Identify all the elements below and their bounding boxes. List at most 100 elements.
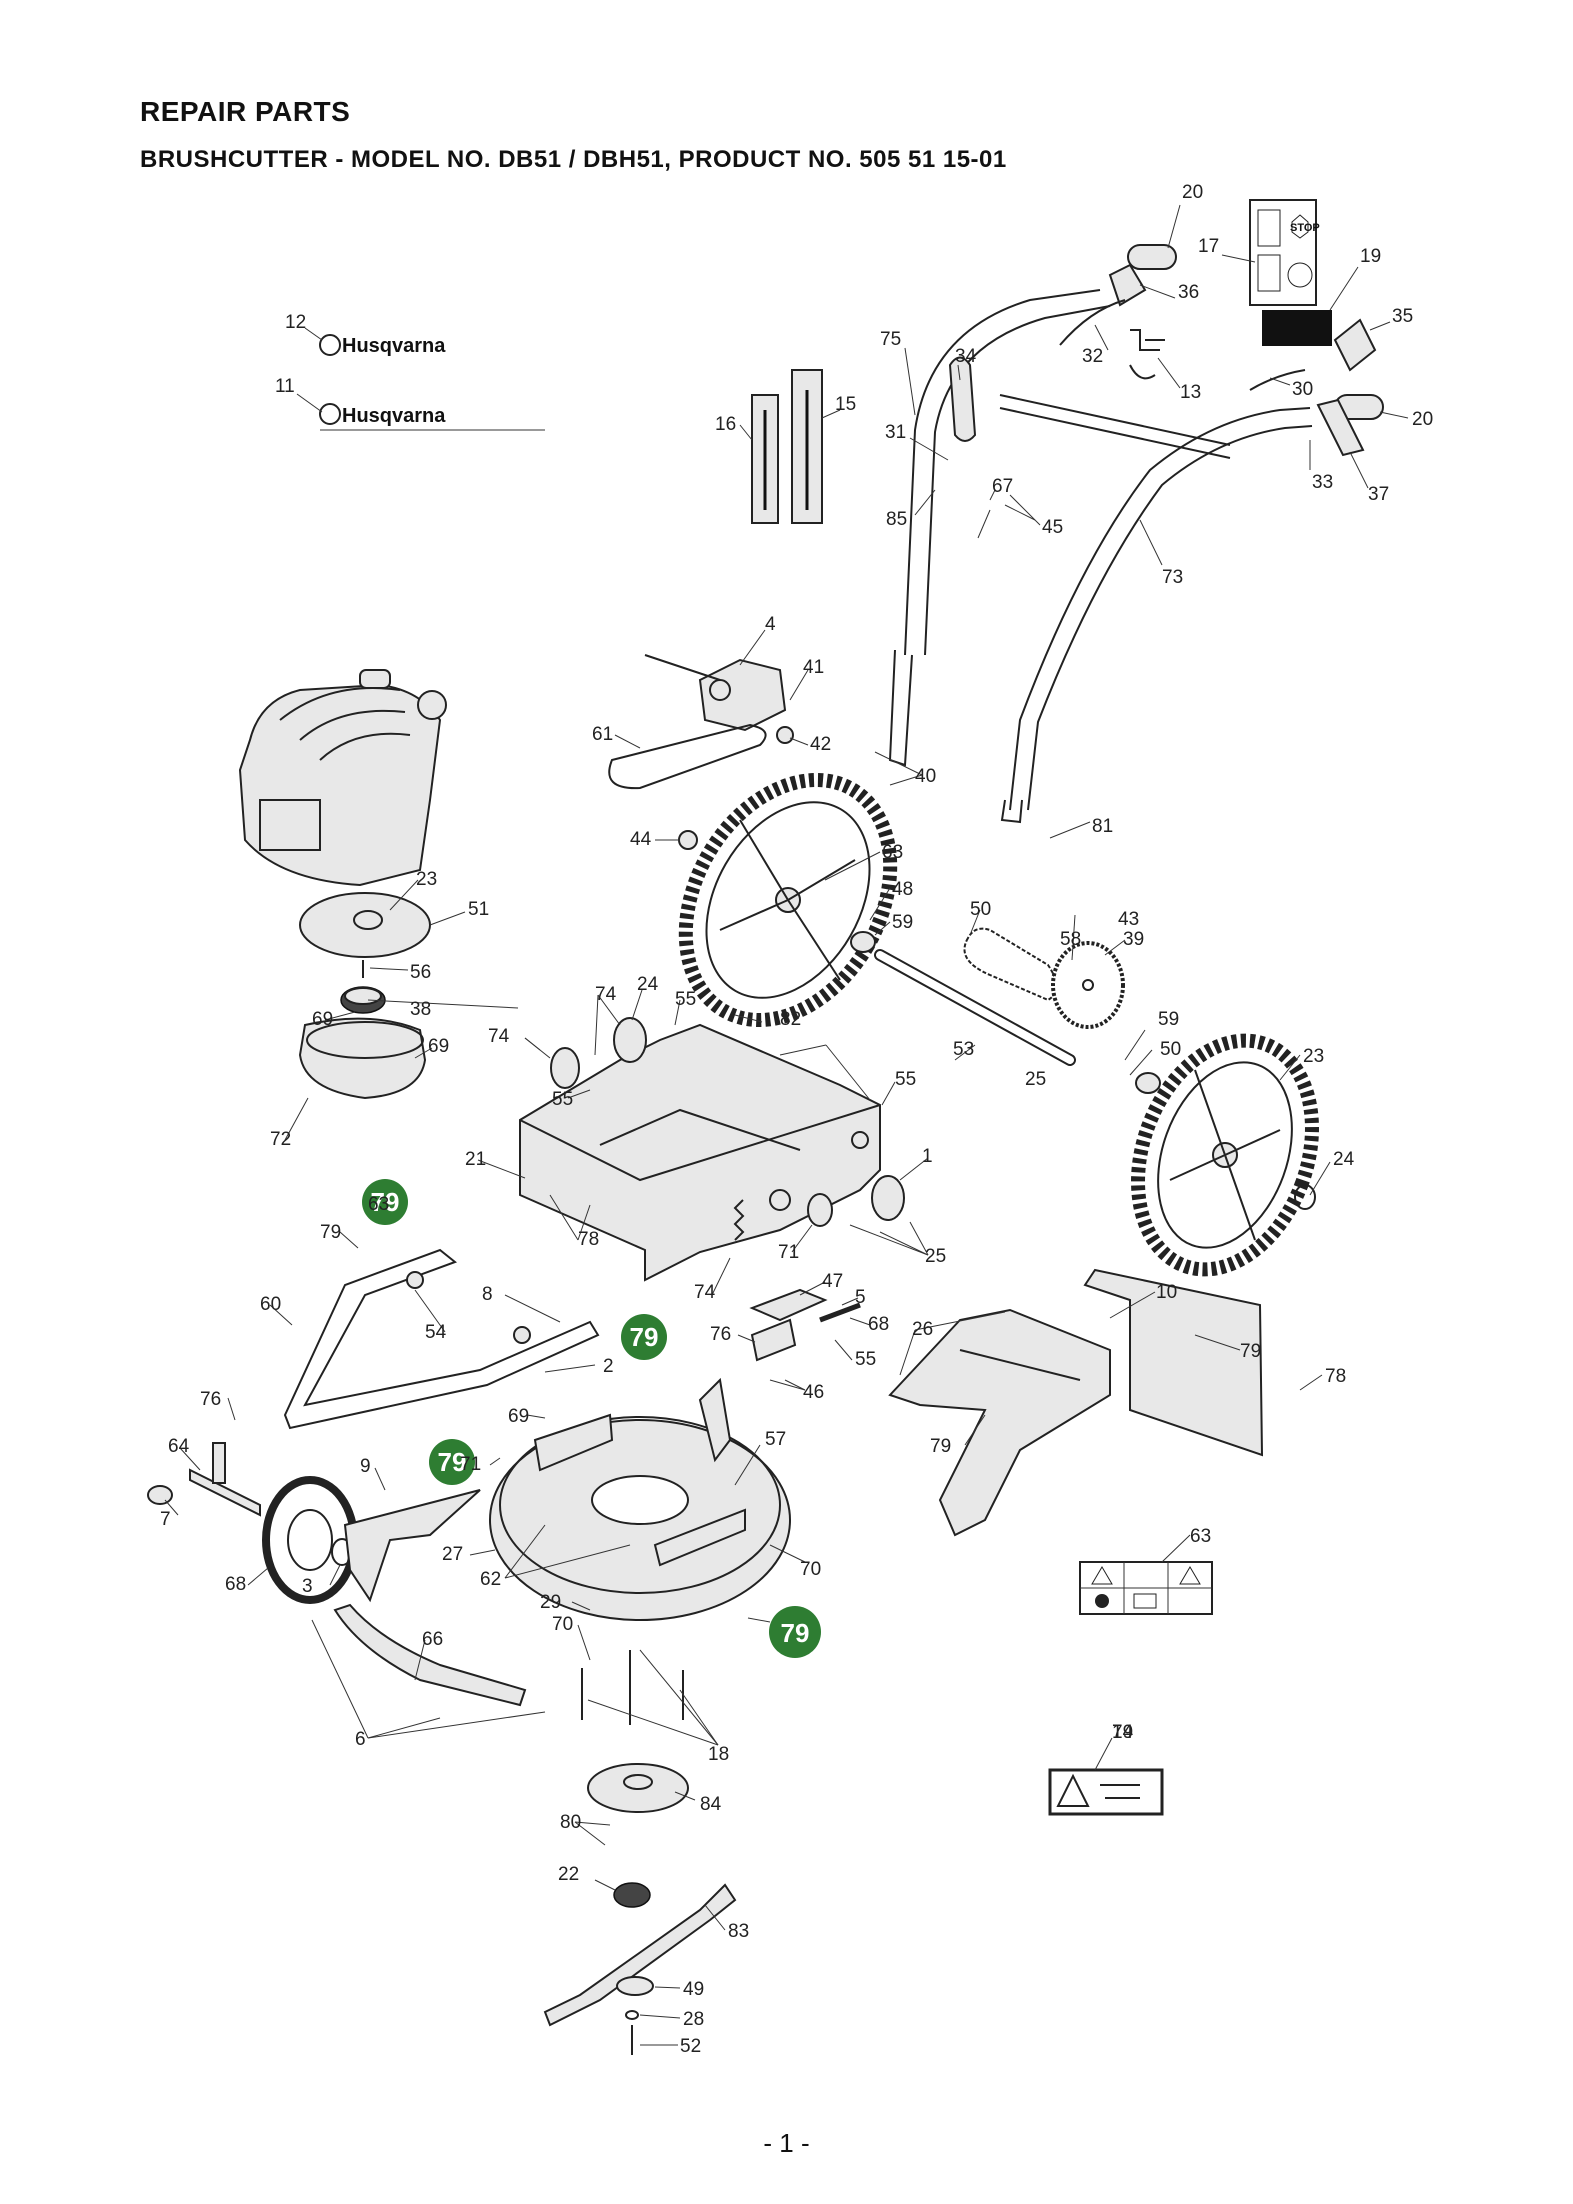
callout-23: 23 [416, 869, 437, 890]
callout-20: 20 [1182, 182, 1203, 203]
callout-64: 64 [168, 1436, 190, 1457]
callout-59: 59 [1158, 1009, 1179, 1030]
hub-25-right [807, 1193, 833, 1227]
callout-36: 36 [1178, 282, 1199, 303]
callout-76: 76 [200, 1389, 221, 1410]
upper-handle-left [904, 289, 1101, 656]
callout-10: 10 [1156, 1282, 1177, 1303]
callout-68: 68 [868, 1314, 889, 1335]
bracket-5 [749, 1288, 828, 1322]
callout-69: 69 [312, 1009, 333, 1030]
control-lever-35 [1333, 318, 1377, 372]
lower-handle-left [888, 649, 913, 767]
callout-55: 55 [855, 1349, 876, 1370]
callout-61: 61 [592, 724, 613, 745]
callout-81: 81 [1092, 816, 1113, 837]
callout-31: 31 [885, 422, 906, 443]
callout-56: 56 [410, 962, 431, 983]
warning-decal-18 [1048, 1768, 1164, 1816]
callout-76: 76 [710, 1324, 731, 1345]
callout-28: 28 [683, 2009, 704, 2030]
drive-wheel-23-right [1131, 1033, 1319, 1277]
starter-handle [359, 669, 391, 689]
upper-handle-right [1009, 407, 1311, 811]
callout-78: 78 [578, 1229, 599, 1250]
frame-8 [283, 1248, 600, 1430]
callout-69: 69 [508, 1406, 529, 1427]
control-lever-36 [1108, 263, 1147, 307]
axle-9 [189, 1468, 261, 1517]
callout-38: 38 [410, 999, 431, 1020]
callout-5: 5 [855, 1287, 866, 1308]
callout-9: 9 [360, 1456, 371, 1477]
brand-text: Husqvarna [342, 335, 446, 357]
decal-17: STOP [1249, 199, 1320, 306]
spacer-26 [406, 1271, 424, 1289]
callout-35: 35 [1392, 306, 1413, 327]
callout-82: 82 [780, 1009, 801, 1030]
callout-74: 74 [488, 1026, 510, 1047]
chain-43 [963, 927, 1058, 1002]
page-subtitle: BRUSHCUTTER - MODEL NO. DB51 / DBH51, PR… [140, 146, 1007, 173]
brand-decal-12: Husqvarna [319, 334, 446, 357]
callout-53: 53 [953, 1039, 974, 1060]
callout-11: 11 [275, 376, 295, 397]
callout-14: 14 [1112, 1722, 1134, 1743]
callout-73: 73 [1162, 567, 1183, 588]
callout-83: 83 [728, 1921, 749, 1942]
callout-59: 59 [892, 912, 913, 933]
callout-24: 24 [1333, 1149, 1355, 1170]
bracket-10 [750, 1318, 797, 1362]
callout-75: 75 [880, 329, 901, 350]
callout-2: 2 [603, 1356, 614, 1377]
callout-70: 70 [800, 1559, 821, 1580]
callout-78: 78 [1325, 1366, 1346, 1387]
callout-72: 72 [270, 1129, 291, 1150]
callout-60: 60 [260, 1294, 281, 1315]
bushing-40 [776, 726, 794, 744]
callout-39: 39 [1123, 929, 1144, 950]
callout-55: 55 [895, 1069, 916, 1090]
shield-2 [1083, 1268, 1264, 1457]
brand-decal-11: Husqvarna [319, 403, 545, 431]
callout-43: 43 [1118, 909, 1139, 930]
belt-42 [608, 723, 767, 790]
svg-text:79: 79 [781, 1618, 810, 1648]
callout-46: 46 [803, 1382, 824, 1403]
washer-63-right [1294, 1184, 1316, 1210]
upper-handle-left-inner [924, 305, 1111, 656]
callout-63: 63 [368, 1194, 389, 1215]
callout-68: 68 [225, 1574, 246, 1595]
callout-12: 12 [285, 312, 306, 333]
bushing-50-right [1135, 1072, 1161, 1094]
callout-85: 85 [886, 509, 907, 530]
hearing-protection-icon [1095, 1594, 1109, 1608]
callout-74: 74 [595, 984, 617, 1005]
callout-51: 51 [468, 899, 489, 920]
warning-triangle-icon [1056, 1773, 1090, 1807]
callout-6: 6 [355, 1729, 366, 1750]
cover-27 [888, 1308, 1111, 1537]
callout-13: 13 [1180, 382, 1201, 403]
callout-62: 62 [480, 1569, 501, 1590]
callout-25: 25 [925, 1246, 946, 1267]
washer-52 [616, 1976, 654, 1996]
callout-71: 71 [778, 1242, 799, 1263]
sprocket-39 [1051, 941, 1125, 1029]
callout-84: 84 [700, 1794, 722, 1815]
washer-65 [625, 2010, 639, 2020]
callout-30: 30 [1292, 379, 1313, 400]
decal-16 [751, 394, 779, 524]
stop-sign-icon [1291, 214, 1309, 239]
blade-hub-49 [613, 1882, 651, 1908]
decal-19-black [1262, 310, 1332, 346]
callout-4: 4 [765, 614, 776, 635]
badge-79-2: 79 [621, 1314, 667, 1360]
callout-8: 8 [482, 1284, 493, 1305]
manual-icon [1133, 1593, 1157, 1609]
callout-34: 34 [955, 346, 977, 367]
callout-27: 27 [442, 1544, 463, 1565]
callout-54: 54 [425, 1322, 447, 1343]
